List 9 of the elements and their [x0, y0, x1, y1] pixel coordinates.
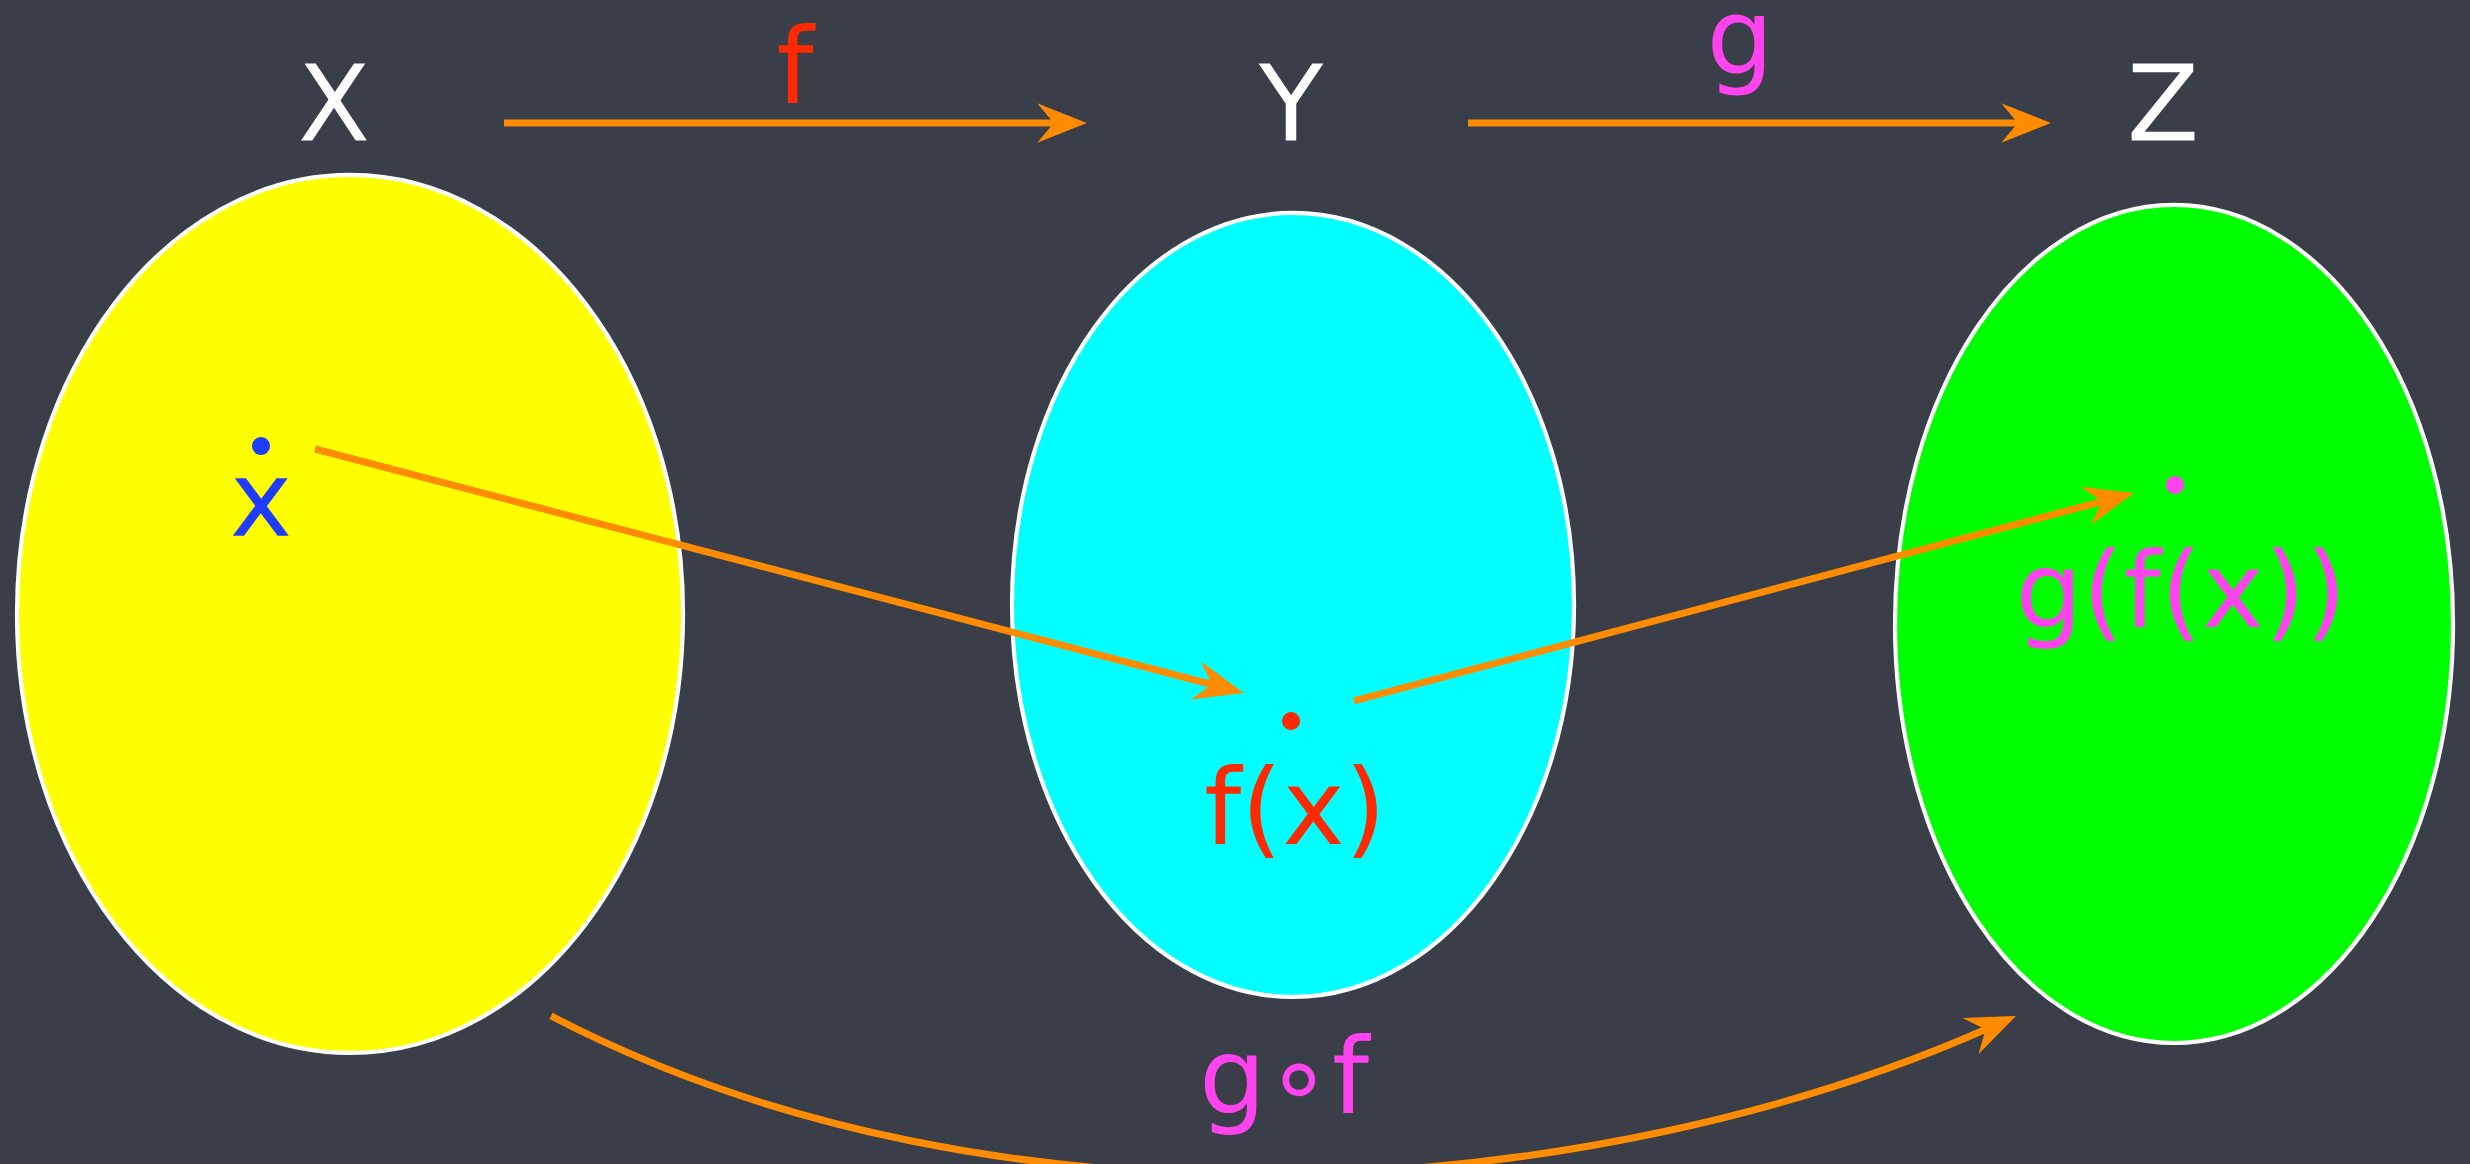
edge-label: f [769, 15, 821, 111]
edge-label: g∘f [1191, 1025, 1377, 1143]
point-label: f(x) [1206, 764, 1377, 858]
set-label: X [301, 63, 367, 141]
point-label: g(f(x)) [2021, 547, 2338, 649]
edge-label: g [1699, 7, 1781, 103]
set-label: Z [2131, 63, 2195, 141]
set-label: Y [1258, 63, 1324, 141]
point-label: x [232, 478, 289, 536]
